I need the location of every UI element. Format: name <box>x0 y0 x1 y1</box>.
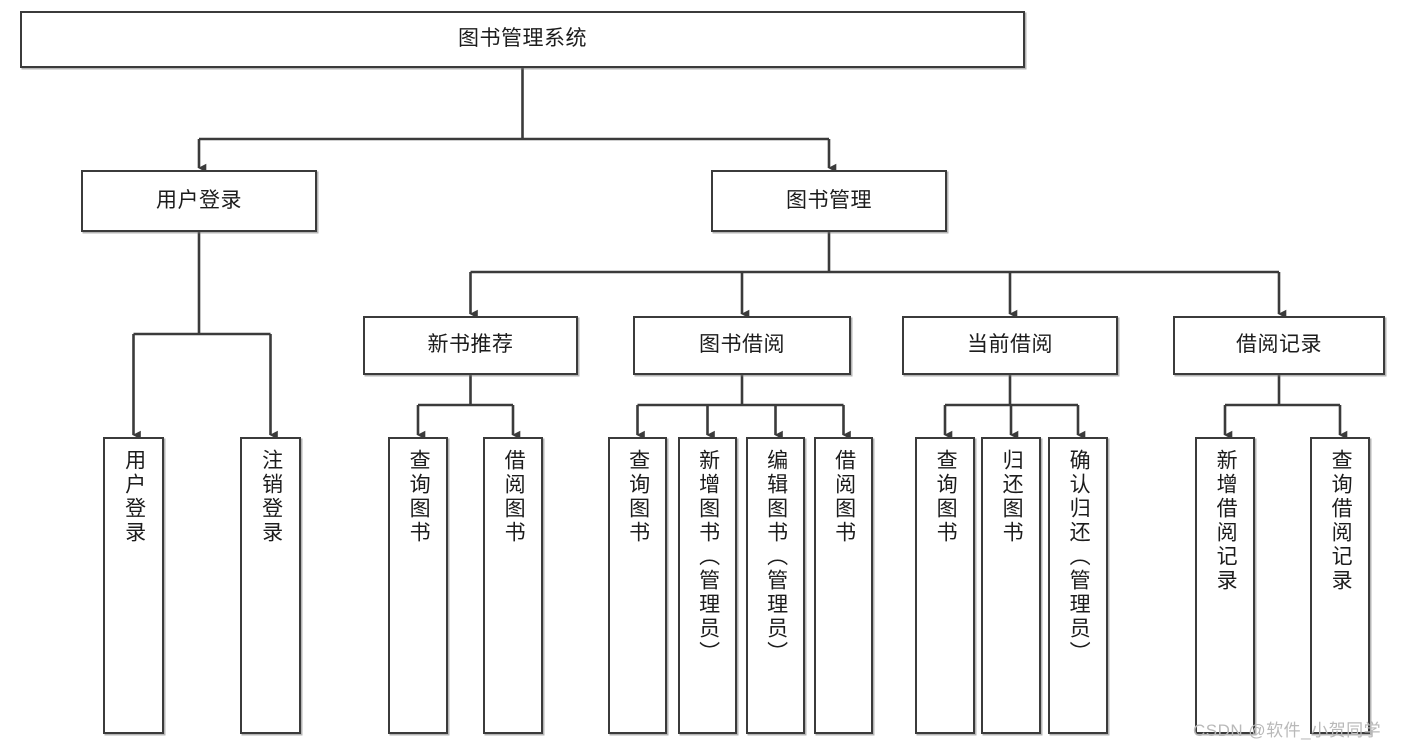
node-label-book-borrow: 图书借阅 <box>699 333 785 357</box>
node-leaf-query-book-1[interactable]: 查询图书 <box>388 437 448 734</box>
node-book-manage[interactable]: 图书管理 <box>711 170 947 232</box>
node-root[interactable]: 图书管理系统 <box>20 11 1025 68</box>
node-label-current-borrow: 当前借阅 <box>967 333 1053 357</box>
node-leaf-query-record[interactable]: 查询借阅记录 <box>1310 437 1370 734</box>
node-new-book-rec[interactable]: 新书推荐 <box>363 316 578 375</box>
node-leaf-edit-book[interactable]: 编辑图书（管理员） <box>746 437 805 734</box>
node-leaf-borrow-book-2[interactable]: 借阅图书 <box>814 437 873 734</box>
node-leaf-logout[interactable]: 注销登录 <box>240 437 301 734</box>
node-label-leaf-borrow-book-1: 借阅图书 <box>502 449 526 545</box>
node-label-leaf-add-record: 新增借阅记录 <box>1214 449 1238 593</box>
node-label-leaf-user-login: 用户登录 <box>122 449 146 545</box>
node-label-user-login: 用户登录 <box>156 188 242 212</box>
node-label-book-manage: 图书管理 <box>786 188 872 212</box>
node-user-login[interactable]: 用户登录 <box>81 170 317 232</box>
node-leaf-query-book-3[interactable]: 查询图书 <box>915 437 975 734</box>
csdn-watermark: CSDN @软件_小贺同学 <box>1193 721 1382 740</box>
node-label-leaf-edit-book: 编辑图书（管理员） <box>764 449 788 665</box>
node-label-leaf-confirm-ret: 确认归还（管理员） <box>1067 449 1091 665</box>
node-label-new-book-rec: 新书推荐 <box>427 333 514 357</box>
node-borrow-record[interactable]: 借阅记录 <box>1173 316 1385 375</box>
node-label-borrow-record: 借阅记录 <box>1236 333 1322 357</box>
node-leaf-query-book-2[interactable]: 查询图书 <box>608 437 667 734</box>
node-label-leaf-query-book-2: 查询图书 <box>626 449 650 545</box>
node-book-borrow[interactable]: 图书借阅 <box>633 316 851 375</box>
node-label-leaf-query-book-1: 查询图书 <box>407 449 431 545</box>
node-leaf-borrow-book-1[interactable]: 借阅图书 <box>483 437 543 734</box>
node-leaf-confirm-ret[interactable]: 确认归还（管理员） <box>1048 437 1108 734</box>
node-leaf-return-book[interactable]: 归还图书 <box>981 437 1041 734</box>
node-label-leaf-borrow-book-2: 借阅图书 <box>832 449 856 545</box>
node-label-leaf-query-record: 查询借阅记录 <box>1329 449 1353 593</box>
node-label-root: 图书管理系统 <box>458 27 587 51</box>
node-label-leaf-query-book-3: 查询图书 <box>934 449 958 545</box>
node-leaf-add-record[interactable]: 新增借阅记录 <box>1195 437 1255 734</box>
node-label-leaf-logout: 注销登录 <box>259 449 283 545</box>
node-current-borrow[interactable]: 当前借阅 <box>902 316 1118 375</box>
node-label-leaf-add-book: 新增图书（管理员） <box>696 449 720 665</box>
node-label-leaf-return-book: 归还图书 <box>1000 449 1024 545</box>
edge-group <box>132 68 1348 440</box>
node-leaf-user-login[interactable]: 用户登录 <box>103 437 164 734</box>
node-leaf-add-book[interactable]: 新增图书（管理员） <box>678 437 737 734</box>
